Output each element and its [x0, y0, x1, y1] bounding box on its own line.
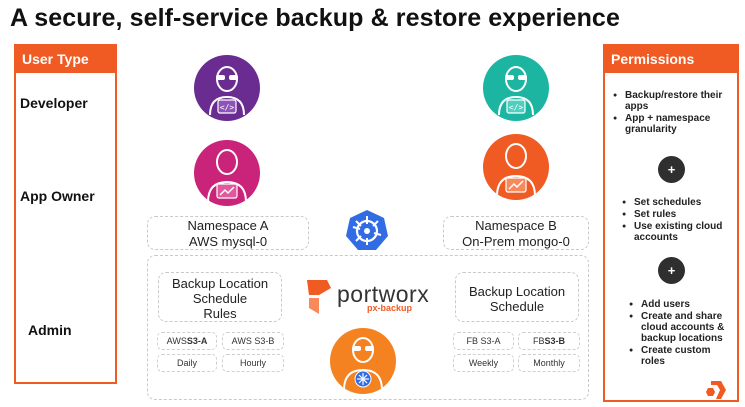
- chip-hourly: Hourly: [222, 354, 284, 372]
- permissions-header: Permissions: [605, 46, 737, 73]
- chip-aws-s3-a: AWS S3-A: [157, 332, 217, 350]
- developer-avatar-right-icon: </>: [483, 55, 549, 121]
- chip-fb-s3-a: FB S3-A: [453, 332, 514, 350]
- svg-text:</>: </>: [220, 103, 235, 112]
- left-backup-location: Backup Location: [171, 276, 269, 291]
- namespace-a-label: Namespace A: [187, 218, 269, 233]
- permission-item: Add users: [629, 299, 737, 310]
- chip-fb-s3-b: FB S3-B: [518, 332, 580, 350]
- portworx-logo-icon: [307, 280, 331, 314]
- permission-group-developer: Backup/restore their apps App + namespac…: [613, 90, 737, 136]
- namespace-b-label: Namespace B: [475, 218, 557, 233]
- pure-storage-logo-icon: [706, 381, 726, 399]
- role-app-owner: App Owner: [20, 188, 95, 204]
- admin-region: [147, 255, 589, 400]
- namespace-a-app: AWS mysql-0: [188, 234, 268, 249]
- developer-avatar-left-icon: </>: [194, 55, 260, 121]
- page-title: A secure, self-service backup & restore …: [10, 4, 620, 32]
- permission-item: Backup/restore their apps: [613, 90, 737, 112]
- right-schedule: Schedule: [489, 299, 545, 314]
- app-owner-avatar-right-icon: [483, 134, 549, 200]
- namespace-a-box: [147, 216, 309, 250]
- left-schedule: Schedule: [192, 291, 248, 306]
- right-backup-location: Backup Location: [468, 284, 566, 299]
- plus-icon: +: [658, 156, 685, 183]
- left-rules: Rules: [203, 306, 237, 321]
- left-config-box: [158, 272, 282, 322]
- user-type-header: User Type: [16, 46, 115, 73]
- permission-item: App + namespace granularity: [613, 113, 737, 135]
- namespace-b-app: On-Prem mongo-0: [462, 234, 570, 249]
- permission-group-admin: Add users Create and share cloud account…: [629, 299, 737, 368]
- permission-group-owner: Set schedules Set rules Use existing clo…: [622, 197, 737, 244]
- svg-text:</>: </>: [509, 103, 524, 112]
- admin-avatar-icon: [330, 328, 396, 394]
- permission-item: Create and share cloud accounts & backup…: [629, 311, 737, 344]
- permission-item: Create custom roles: [629, 345, 737, 367]
- permission-item: Set rules: [622, 209, 737, 220]
- namespace-b-box: [443, 216, 589, 250]
- kubernetes-icon: [346, 210, 388, 250]
- chip-weekly: Weekly: [453, 354, 514, 372]
- permission-item: Set schedules: [622, 197, 737, 208]
- role-admin: Admin: [28, 322, 72, 338]
- px-backup-label: px-backup: [367, 303, 413, 313]
- plus-icon: +: [658, 257, 685, 284]
- permission-item: Use existing cloud accounts: [622, 221, 737, 243]
- role-developer: Developer: [20, 95, 88, 111]
- user-type-panel: User Type: [14, 44, 117, 384]
- right-config-box: [455, 272, 579, 322]
- chip-daily: Daily: [157, 354, 217, 372]
- portworx-wordmark: portworx: [337, 281, 430, 307]
- chip-aws-s3-b: AWS S3-B: [222, 332, 284, 350]
- chip-monthly: Monthly: [518, 354, 580, 372]
- app-owner-avatar-left-icon: [194, 140, 260, 206]
